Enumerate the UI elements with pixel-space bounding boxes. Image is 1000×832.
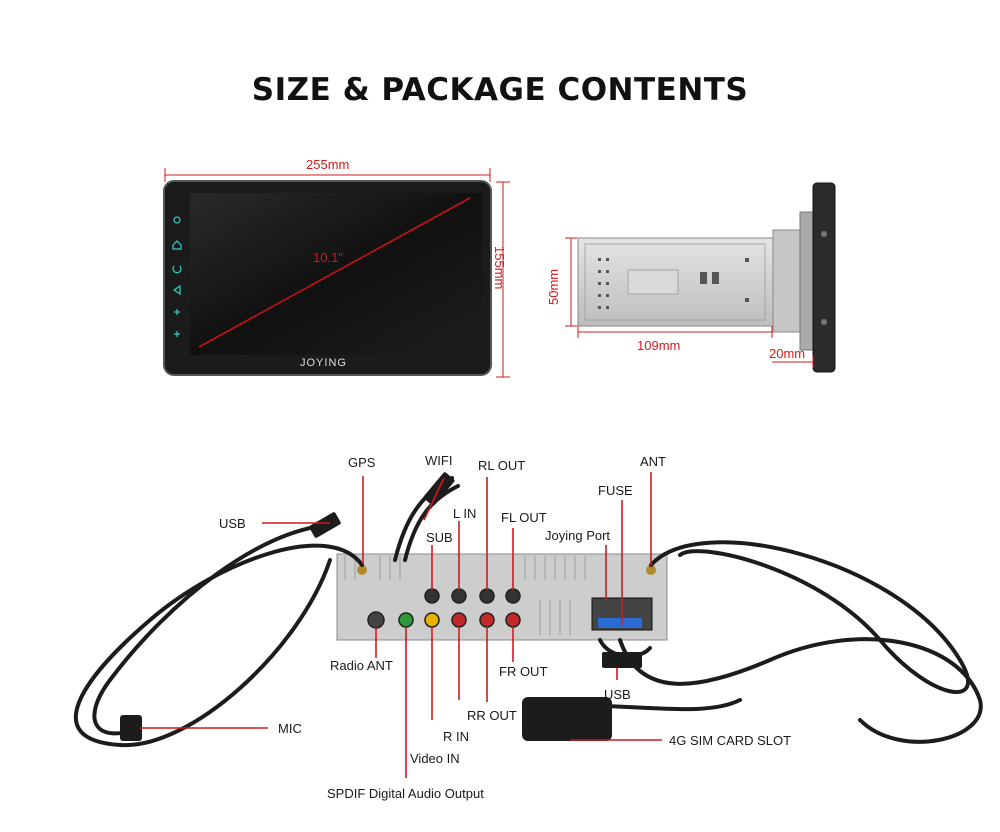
dim-chassis-height: 50mm	[546, 268, 561, 305]
head-unit-front	[163, 180, 492, 376]
label-rr-out: RR OUT	[467, 708, 517, 723]
leader-lines	[140, 472, 662, 778]
dim-height: 155mm	[492, 246, 507, 290]
label-gps: GPS	[348, 455, 376, 470]
dim-chassis-depth: 109mm	[637, 338, 681, 353]
label-rl-out: RL OUT	[478, 458, 526, 473]
label-sim-slot: 4G SIM CARD SLOT	[669, 733, 792, 748]
label-fr-out: FR OUT	[499, 664, 548, 679]
label-radio-ant: Radio ANT	[330, 658, 393, 673]
page-title: SIZE & PACKAGE CONTENTS	[251, 72, 749, 108]
sim-card-box	[522, 697, 612, 741]
rear-panel	[336, 553, 668, 641]
label-usb-right: USB	[604, 687, 631, 702]
dim-diagonal: 10.1"	[313, 250, 343, 265]
cables	[73, 476, 983, 748]
mic-plug	[120, 715, 142, 741]
label-sub: SUB	[426, 530, 453, 545]
brand-logo: JOYING	[300, 357, 347, 369]
label-usb-left: USB	[219, 516, 246, 531]
label-spdif: SPDIF Digital Audio Output	[327, 786, 484, 801]
label-ant: ANT	[640, 454, 666, 469]
head-unit-side	[577, 182, 836, 373]
usb-plug-left	[309, 512, 341, 538]
label-wifi: WIFI	[425, 453, 453, 468]
label-r-in: R IN	[443, 729, 469, 744]
label-fl-out: FL OUT	[501, 510, 547, 525]
dim-width: 255mm	[306, 157, 350, 172]
label-mic: MIC	[278, 721, 302, 736]
label-fuse: FUSE	[598, 483, 633, 498]
dim-bezel-depth: 20mm	[769, 346, 806, 361]
usb-plug-right	[602, 652, 642, 668]
label-l-in: L IN	[453, 506, 477, 521]
label-joying-port: Joying Port	[545, 528, 611, 543]
label-video-in: Video IN	[410, 751, 460, 766]
